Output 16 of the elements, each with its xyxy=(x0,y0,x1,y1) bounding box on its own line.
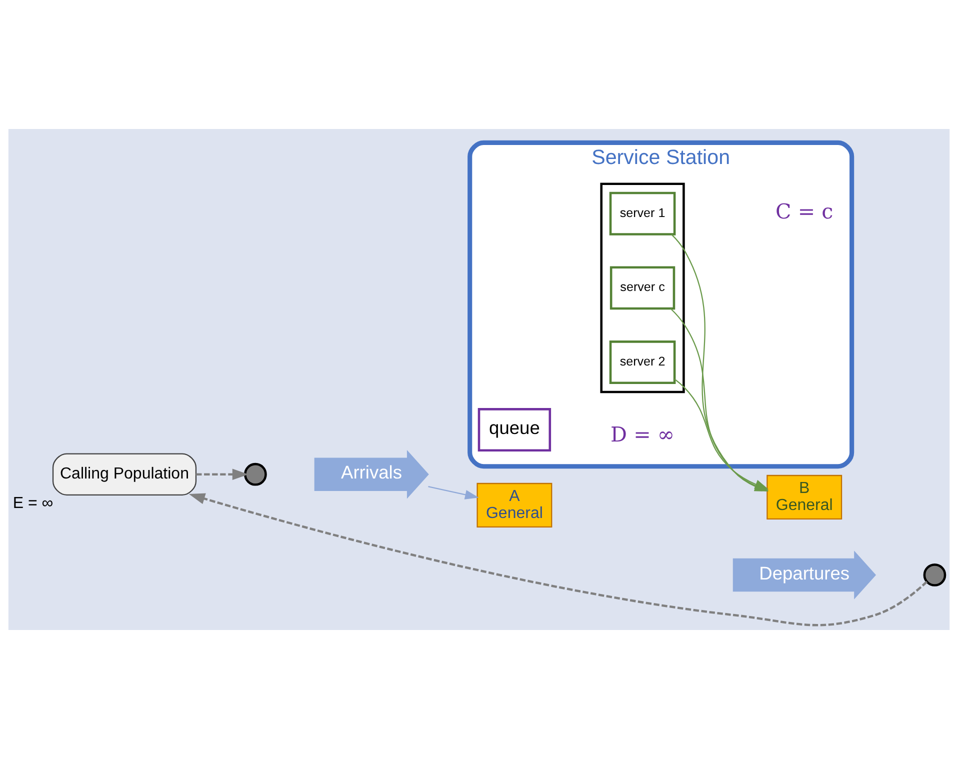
node-circle xyxy=(244,462,267,486)
node-label: E = ∞ xyxy=(12,494,54,512)
node-box: server c xyxy=(610,266,676,310)
label: D = ∞ xyxy=(610,422,675,446)
node-box: A General xyxy=(476,482,552,528)
node-box: B General xyxy=(766,474,842,520)
label: C = c xyxy=(776,199,834,224)
arrow xyxy=(188,492,928,626)
node-box: server 2 xyxy=(609,340,676,384)
cluster xyxy=(600,182,685,393)
node-box: Calling Population xyxy=(52,452,197,496)
node-box: server 1 xyxy=(609,191,676,235)
arrow xyxy=(428,486,479,499)
arrow xyxy=(196,468,248,480)
node-box: queue xyxy=(478,408,552,451)
node-circle xyxy=(923,563,946,586)
